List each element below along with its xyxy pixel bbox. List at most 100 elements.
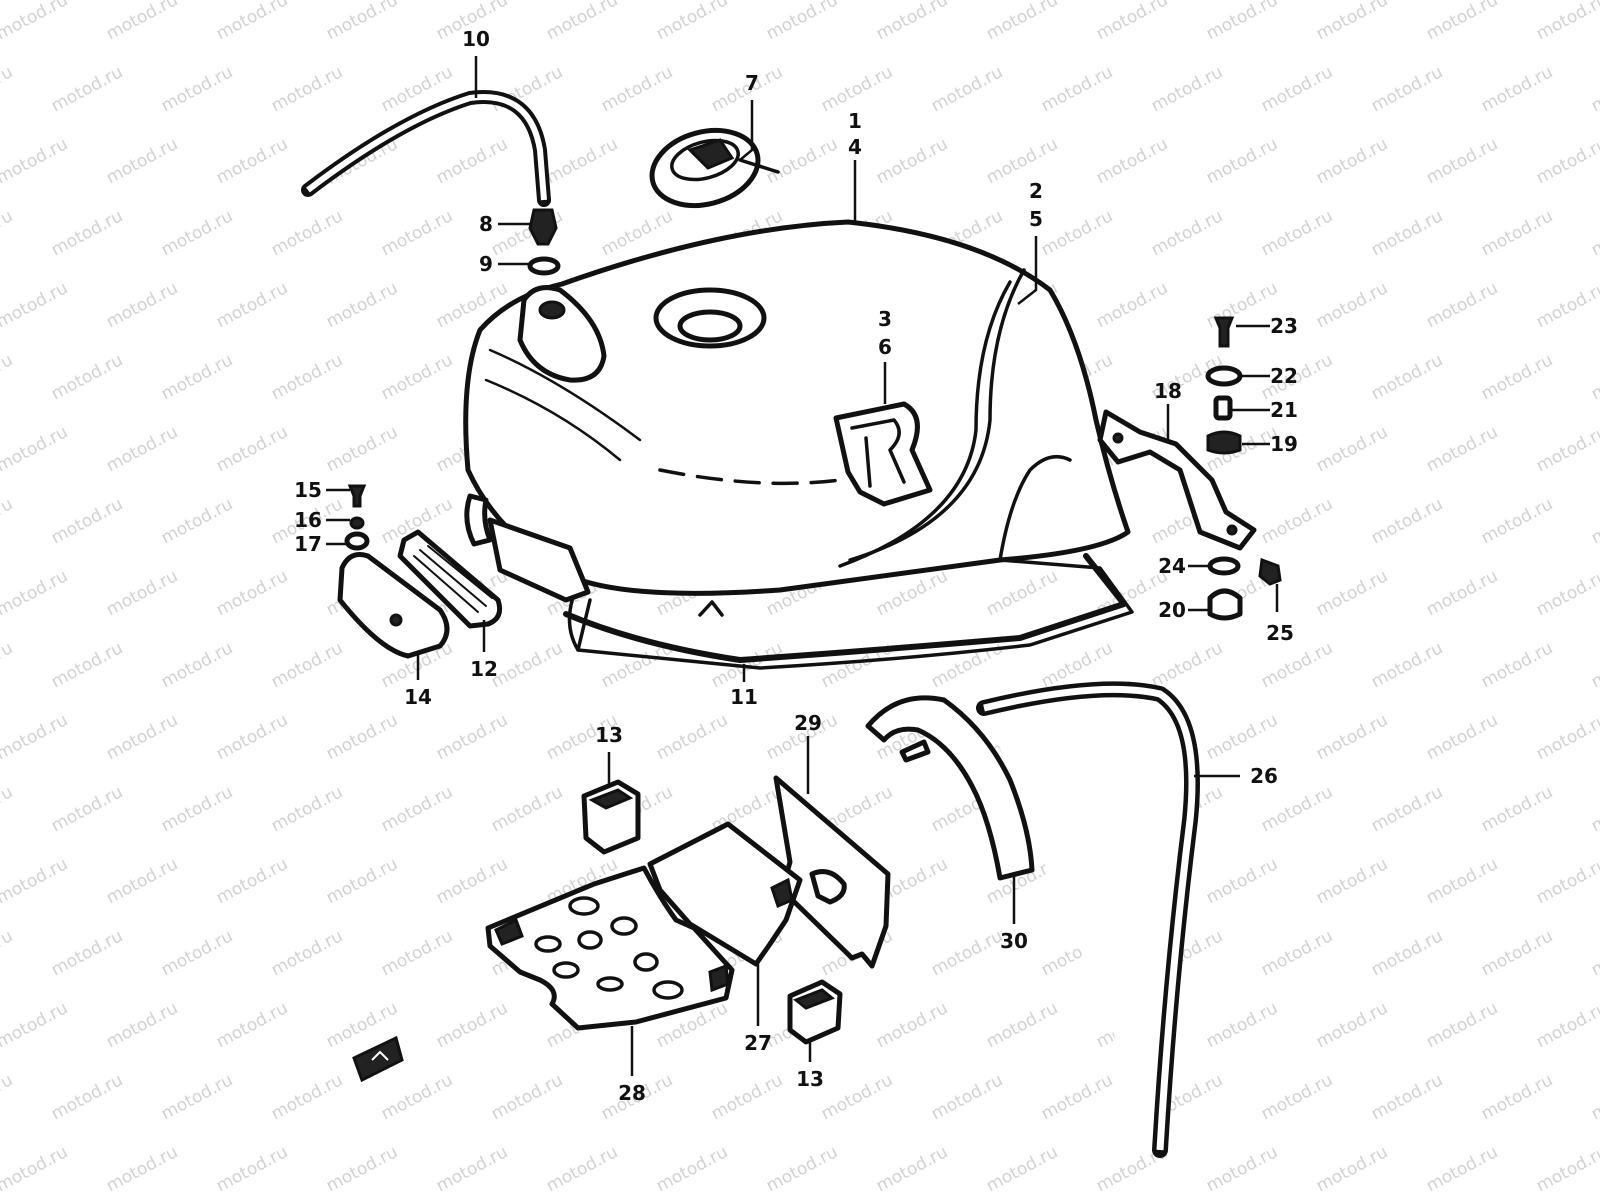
watermark-text: motod.ru — [213, 0, 291, 44]
watermark-text: motod.ru — [158, 350, 236, 404]
callout-23: 23 — [1270, 314, 1298, 338]
watermark-text: motod.ru — [0, 494, 16, 548]
watermark-text: motod.ru — [1368, 494, 1446, 548]
watermark-text: motod.ru — [268, 206, 346, 260]
watermark-text: motod.ru — [268, 1070, 346, 1124]
watermark-text: motod.ru — [1533, 278, 1600, 332]
watermark-text: motod.ru — [0, 1070, 16, 1124]
watermark-text: motod.ru — [1423, 134, 1501, 188]
watermark-text: motod.ru — [433, 134, 511, 188]
watermark-text: motod.ru — [213, 854, 291, 908]
watermark-text: motod.ru — [1093, 0, 1171, 44]
front-mount-bracket — [337, 552, 450, 659]
watermark-text: motod.ru — [1093, 134, 1171, 188]
watermark-text: motod.ru — [1038, 1070, 1116, 1124]
fuel-tank — [463, 219, 1134, 670]
watermark-text: motod.ru — [598, 62, 676, 116]
watermark-text: motod.ru — [1368, 1070, 1446, 1124]
watermark-text: motod.ru — [0, 422, 71, 476]
callout-13-upper: 13 — [595, 723, 623, 747]
watermark-text: motod.ru — [158, 494, 236, 548]
callout-18: 18 — [1154, 379, 1182, 403]
watermark-text: motod.ru — [708, 1070, 786, 1124]
watermark-text: motod.ru — [158, 1070, 236, 1124]
watermark-text: motod.ru — [1148, 62, 1226, 116]
watermark-text: motod.ru — [1478, 350, 1556, 404]
watermark-text: motod.ru — [158, 782, 236, 836]
loose-clip — [352, 1035, 404, 1083]
watermark-text: motod.ru — [1588, 62, 1600, 116]
callout-10: 10 — [462, 27, 490, 51]
watermark-text: motod.ru — [1533, 0, 1600, 44]
watermark-text: motod.ru — [1423, 422, 1501, 476]
insulator-pad — [647, 821, 803, 967]
watermark-text: motod.ru — [1423, 0, 1501, 44]
watermark-text: motod.ru — [928, 1070, 1006, 1124]
watermark-text: motod.ru — [873, 134, 951, 188]
watermark-text: motod.ru — [0, 998, 71, 1052]
watermark-text: motod.ru — [0, 854, 71, 908]
callout-11: 11 — [730, 685, 758, 709]
watermark-text: motod.ru — [543, 134, 621, 188]
watermark-text: motod.ru — [1368, 782, 1446, 836]
watermark-text: motod.ru — [213, 710, 291, 764]
callout-6: 6 — [878, 335, 892, 359]
watermark-text: motod.ru — [1038, 62, 1116, 116]
watermark-text: motod.ru — [323, 1142, 401, 1196]
watermark-text: motod.ru — [1423, 566, 1501, 620]
watermark-text: motod.ru — [213, 278, 291, 332]
watermark-text: motod.ru — [1533, 422, 1600, 476]
watermark-text: motod.ru — [378, 926, 456, 980]
clip-lower — [787, 979, 843, 1045]
watermark-text: motod.ru — [268, 350, 346, 404]
watermark-text: motod.ru — [48, 782, 126, 836]
watermark-text: motod.ru — [1203, 1142, 1281, 1196]
watermark-text: motod.ru — [213, 998, 291, 1052]
front-mount-lug — [464, 493, 493, 547]
watermark-text: motod.ru — [158, 206, 236, 260]
front-mount-pad — [487, 517, 591, 603]
rear-mount-bracket — [1097, 409, 1257, 551]
watermark-text: motod.ru — [983, 134, 1061, 188]
clip-upper-ribs — [588, 788, 634, 810]
watermark-text: motod.ru — [763, 134, 841, 188]
callout-13-lower: 13 — [796, 1067, 824, 1091]
bolt-23 — [1213, 316, 1235, 348]
long-seal-strip-inner — [983, 685, 1196, 1151]
breather-boss-hole — [538, 300, 566, 320]
watermark-text: motod.ru — [1313, 134, 1391, 188]
watermark-text: motod.ru — [653, 0, 731, 44]
watermark-text: motod.ru — [0, 134, 71, 188]
leader-lines — [326, 56, 1279, 1076]
callout-28: 28 — [618, 1081, 646, 1105]
watermark-text: motod.ru — [1423, 854, 1501, 908]
washer-17 — [344, 531, 370, 551]
watermark-text: motod.ru — [488, 1070, 566, 1124]
watermark-text: motod.ru — [1588, 926, 1600, 980]
watermark-text: motod.ru — [378, 1070, 456, 1124]
tank-under-plate — [485, 865, 735, 1031]
filler-neck-inner — [677, 309, 743, 343]
watermark-text: motod.ru — [928, 62, 1006, 116]
watermark-text: motod.ru — [323, 422, 401, 476]
callout-1: 1 — [848, 109, 862, 133]
watermark-text: motod.ru — [323, 0, 401, 44]
tank-emblem — [833, 401, 933, 507]
watermark-text: motod.ru — [1368, 350, 1446, 404]
callout-15: 15 — [294, 478, 322, 502]
watermark-text: motod.ru — [323, 854, 401, 908]
watermark-text: motod.ru — [1533, 998, 1600, 1052]
watermark-text: motod.ru — [1533, 710, 1600, 764]
watermark-text: motod.ru — [268, 782, 346, 836]
callout-25: 25 — [1266, 621, 1294, 645]
callout-30: 30 — [1000, 929, 1028, 953]
watermark-text: motod.ru — [158, 638, 236, 692]
watermark-text: motod.ru — [433, 1142, 511, 1196]
watermark-text: motod.ru — [158, 62, 236, 116]
watermark-text: motod.ru — [1313, 278, 1391, 332]
watermark-text: motod.ru — [1313, 0, 1391, 44]
watermark-text: motod.ru — [1478, 1070, 1556, 1124]
watermark-text: motod.ru — [1423, 278, 1501, 332]
watermark-text: motod.ru — [268, 638, 346, 692]
